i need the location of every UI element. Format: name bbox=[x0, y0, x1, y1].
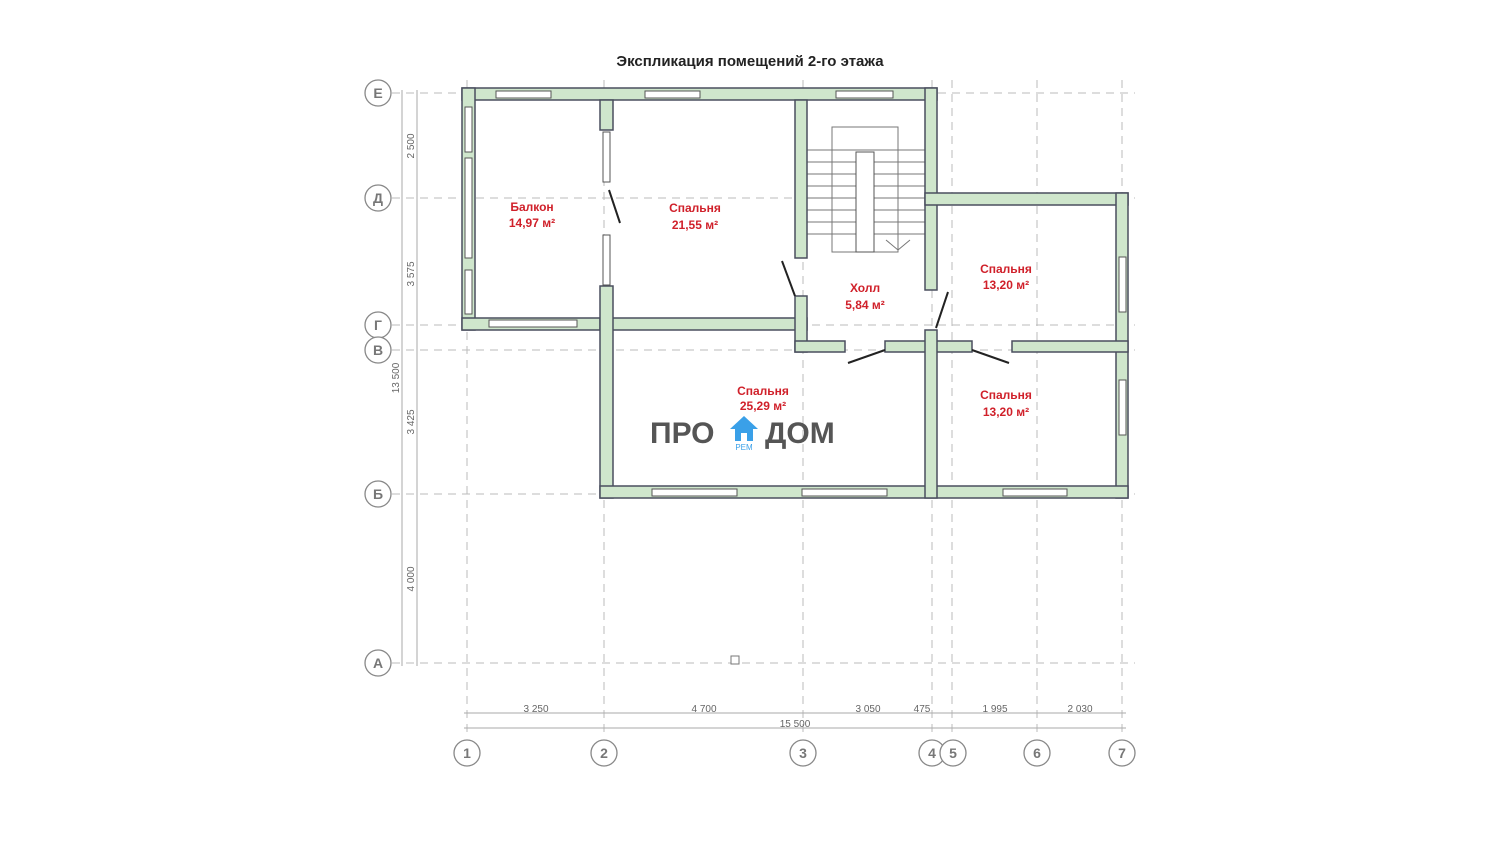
logo-sub-text: РЕМ bbox=[735, 443, 753, 452]
dim-h-4: 475 bbox=[914, 704, 931, 715]
vertical-dimensions: 2 500 3 575 3 425 4 000 13 500 bbox=[391, 90, 418, 666]
dim-h-5: 1 995 bbox=[982, 704, 1007, 715]
marker-square bbox=[730, 655, 740, 665]
room-area: 5,84 м² bbox=[845, 298, 885, 312]
axis-label-col: 4 bbox=[928, 745, 936, 761]
room-name: Спальня bbox=[737, 384, 789, 398]
dim-v-3: 3 425 bbox=[406, 409, 417, 434]
room-name: Спальня bbox=[980, 262, 1032, 276]
room-bedroom-2: Спальня 13,20 м² bbox=[980, 262, 1032, 292]
axis-label-col: 6 bbox=[1033, 745, 1041, 761]
room-area: 13,20 м² bbox=[983, 278, 1029, 292]
dim-h-total: 15 500 bbox=[780, 719, 811, 730]
room-name: Балкон bbox=[510, 200, 553, 214]
staircase bbox=[807, 126, 925, 253]
room-bedroom-4: Спальня 13,20 м² bbox=[980, 388, 1032, 419]
doors bbox=[608, 189, 1010, 364]
room-area: 13,20 м² bbox=[983, 405, 1029, 419]
room-name: Спальня bbox=[669, 201, 721, 215]
axis-label-row: Д bbox=[373, 190, 383, 206]
room-name: Холл bbox=[850, 281, 880, 295]
room-area: 21,55 м² bbox=[672, 218, 718, 232]
axis-label-row: Е bbox=[373, 85, 382, 101]
room-bedroom-3: Спальня 25,29 м² bbox=[737, 384, 789, 413]
axis-label-col: 1 bbox=[463, 745, 471, 761]
dim-v-2: 3 575 bbox=[406, 261, 417, 286]
horizontal-dimensions: 3 250 4 700 3 050 475 1 995 2 030 15 500 bbox=[464, 704, 1126, 730]
axis-label-row: А bbox=[373, 655, 383, 671]
room-area: 14,97 м² bbox=[509, 216, 555, 230]
logo-left-text: ПРО bbox=[650, 417, 715, 450]
room-hall: Холл 5,84 м² bbox=[845, 281, 885, 312]
logo-right-text: ДОМ bbox=[765, 417, 835, 450]
axis-label-col: 7 bbox=[1118, 745, 1126, 761]
axis-label-row: Б bbox=[373, 486, 383, 502]
plan-title: Экспликация помещений 2-го этажа bbox=[616, 53, 884, 70]
axis-label-col: 2 bbox=[600, 745, 608, 761]
house-icon bbox=[730, 416, 758, 441]
dim-v-4: 4 000 bbox=[406, 566, 417, 591]
dim-h-1: 3 250 bbox=[523, 704, 548, 715]
windows bbox=[464, 90, 1127, 497]
room-name: Спальня bbox=[980, 388, 1032, 402]
dim-v-total: 13 500 bbox=[391, 362, 402, 393]
column-axis-bubbles: 1 2 3 4 5 6 7 bbox=[453, 739, 1136, 767]
room-balcony: Балкон 14,97 м² bbox=[509, 200, 555, 230]
axis-label-col: 5 bbox=[949, 745, 957, 761]
dim-h-2: 4 700 bbox=[691, 704, 716, 715]
axis-label-row: В bbox=[373, 342, 383, 358]
row-axis-bubbles: Е Д Г В Б А bbox=[364, 79, 392, 677]
dim-h-6: 2 030 bbox=[1067, 704, 1092, 715]
axis-label-col: 3 bbox=[799, 745, 807, 761]
room-bedroom-1: Спальня 21,55 м² bbox=[669, 201, 721, 232]
axis-label-row: Г bbox=[374, 317, 382, 333]
watermark-logo: ПРО РЕМ ДОМ bbox=[650, 416, 835, 452]
dim-h-3: 3 050 bbox=[855, 704, 880, 715]
dim-v-1: 2 500 bbox=[406, 133, 417, 158]
room-area: 25,29 м² bbox=[740, 399, 786, 413]
